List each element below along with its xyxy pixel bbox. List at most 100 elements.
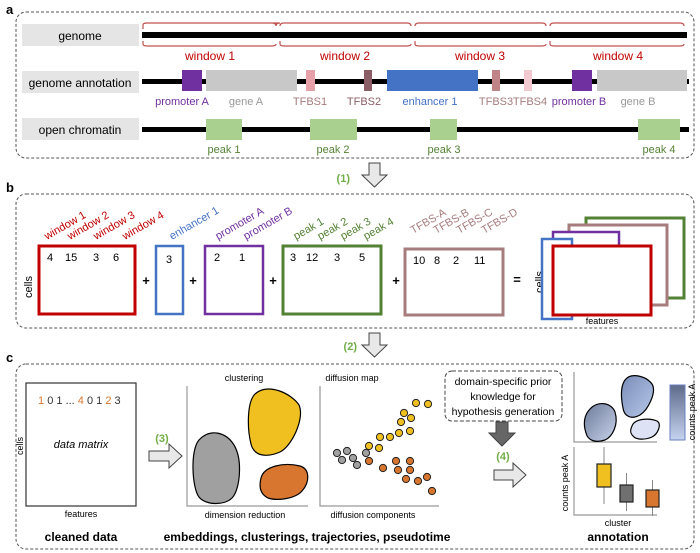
diffusion-point-yellow — [406, 413, 416, 423]
data-matrix-features-label: features — [65, 509, 98, 519]
promoter-b-label: promoter B — [552, 96, 606, 108]
gene-a-block — [206, 70, 297, 91]
plus-sign: + — [269, 273, 277, 288]
window-matrix-value: 15 — [65, 252, 77, 264]
annotation-cluster-3 — [630, 418, 660, 440]
window-1-label: window 1 — [184, 49, 235, 63]
step-4-arrow-icon — [493, 461, 527, 489]
annotation-cluster-1 — [583, 403, 617, 442]
enhancer-1-block — [387, 70, 478, 91]
diffusion-points — [332, 398, 437, 496]
gene-a-label: gene A — [229, 96, 264, 108]
enhancer-matrix-header: enhancer 1 — [168, 205, 222, 243]
stack-window-layer — [551, 244, 653, 317]
data-matrix-cells-label: cells — [15, 437, 25, 456]
diffusion-point-orange — [422, 472, 432, 482]
diffusion-point-yellow — [374, 443, 384, 453]
peak-3-label: peak 3 — [427, 144, 460, 156]
peak-matrix-value: 3 — [290, 252, 296, 264]
data-matrix-row: 1 0 1 ... 4 0 1 2 3 — [38, 395, 121, 407]
data-matrix-box — [25, 382, 137, 507]
diffusion-point-gray — [342, 446, 352, 456]
panel-c-letter: c — [6, 350, 13, 365]
gene-b-label: gene B — [621, 96, 656, 108]
diffusion-point-orange — [393, 465, 403, 475]
annotation-caption: annotation — [587, 530, 648, 544]
promoter-a-block — [182, 70, 202, 91]
panel-c-frame — [15, 363, 695, 550]
diffusion-point-yellow — [396, 417, 406, 427]
brace-window-3-top — [414, 22, 547, 27]
boxplot-orange — [645, 480, 660, 516]
cluster-orange — [259, 463, 309, 500]
diffusion-xlabel: diffusion components — [331, 510, 416, 520]
peak-2-block — [310, 119, 357, 140]
step-1-label: (1) — [337, 173, 351, 185]
peak-1-label: peak 1 — [207, 144, 240, 156]
step-3-arrow-icon — [148, 442, 183, 470]
knowledge-line-3: hypothesis generation — [452, 406, 555, 418]
plus-sign: + — [392, 273, 400, 288]
promoter-matrix-value: 1 — [239, 252, 245, 264]
tfbs1-block — [306, 70, 315, 91]
knowledge-down-arrow-icon — [487, 421, 517, 447]
diffusion-point-orange — [405, 456, 415, 466]
step-2-arrow-icon — [360, 332, 389, 358]
data-matrix-title: data matrix — [54, 439, 109, 451]
window-matrix-value: 3 — [93, 252, 99, 264]
panel-a-frame — [15, 11, 695, 159]
peak-2-label: peak 2 — [316, 144, 349, 156]
diffusion-point-gray — [332, 448, 342, 458]
window-matrix-value: 4 — [47, 252, 53, 264]
tfbs4-label: TFBS4 — [513, 96, 547, 108]
brace-window-1-top — [142, 22, 281, 29]
peak-matrix-value: 12 — [306, 252, 318, 264]
promoter-matrix: promoter A promoter B 2 1 — [203, 205, 295, 316]
features-label-stack: features — [586, 316, 619, 326]
enhancer-matrix-value: 3 — [166, 254, 172, 266]
boxplot-axes — [573, 447, 657, 516]
diffusion-title: diffusion map — [325, 373, 378, 383]
diffusion-point-yellow — [411, 398, 421, 408]
tfbs-matrix: TFBS-A TFBS-B TFBS-C TFBS-D 10 8 2 11 — [403, 206, 520, 317]
window-2-label: window 2 — [319, 49, 370, 63]
tfbs-matrix-value: 2 — [453, 255, 459, 267]
peak-4-block — [638, 119, 680, 140]
plus-sign: + — [189, 273, 197, 288]
annotation-cluster-2 — [620, 375, 654, 418]
diffusion-point-orange — [413, 476, 423, 486]
colorbar-label: counts peak A — [687, 384, 697, 441]
brace-window-2-top — [279, 22, 412, 27]
row-label-annotation: genome annotation — [29, 76, 132, 90]
boxplot-ylabel: counts peak A — [560, 455, 570, 512]
tfbs2-label: TFBS2 — [347, 96, 381, 108]
boxplot-xlabel: cluster — [605, 518, 632, 528]
window-braces — [142, 22, 685, 47]
window-matrix-value: 6 — [113, 252, 119, 264]
equals-sign: = — [513, 272, 521, 287]
promoter-a-label: promoter A — [155, 96, 209, 108]
diffusion-point-gray — [348, 453, 358, 463]
clustering-xlabel: dimension reduction — [205, 510, 286, 520]
boxplot-box — [596, 463, 612, 488]
tfbs3-block — [492, 70, 500, 91]
step-4-label: (4) — [496, 451, 510, 463]
tfbs1-label: TFBS1 — [293, 96, 327, 108]
diffusion-point-yellow — [385, 432, 395, 442]
boxplot-box — [645, 489, 660, 508]
peak-matrix-value: 3 — [334, 252, 340, 264]
cells-label-b: cells — [23, 276, 35, 299]
diffusion-point-gray — [352, 460, 362, 470]
diffusion-point-orange — [391, 456, 401, 466]
window-3-label: window 3 — [454, 49, 505, 63]
stacked-feature-matrix — [540, 216, 686, 321]
knowledge-box — [444, 370, 563, 422]
diffusion-point-orange — [378, 463, 388, 473]
step-2-label: (2) — [344, 341, 358, 353]
peak-3-block — [430, 119, 457, 140]
step-3-label: (3) — [155, 433, 169, 445]
diffusion-point-yellow — [405, 426, 415, 436]
diffusion-point-gray — [361, 448, 371, 458]
diffusion-point-orange — [427, 486, 437, 496]
